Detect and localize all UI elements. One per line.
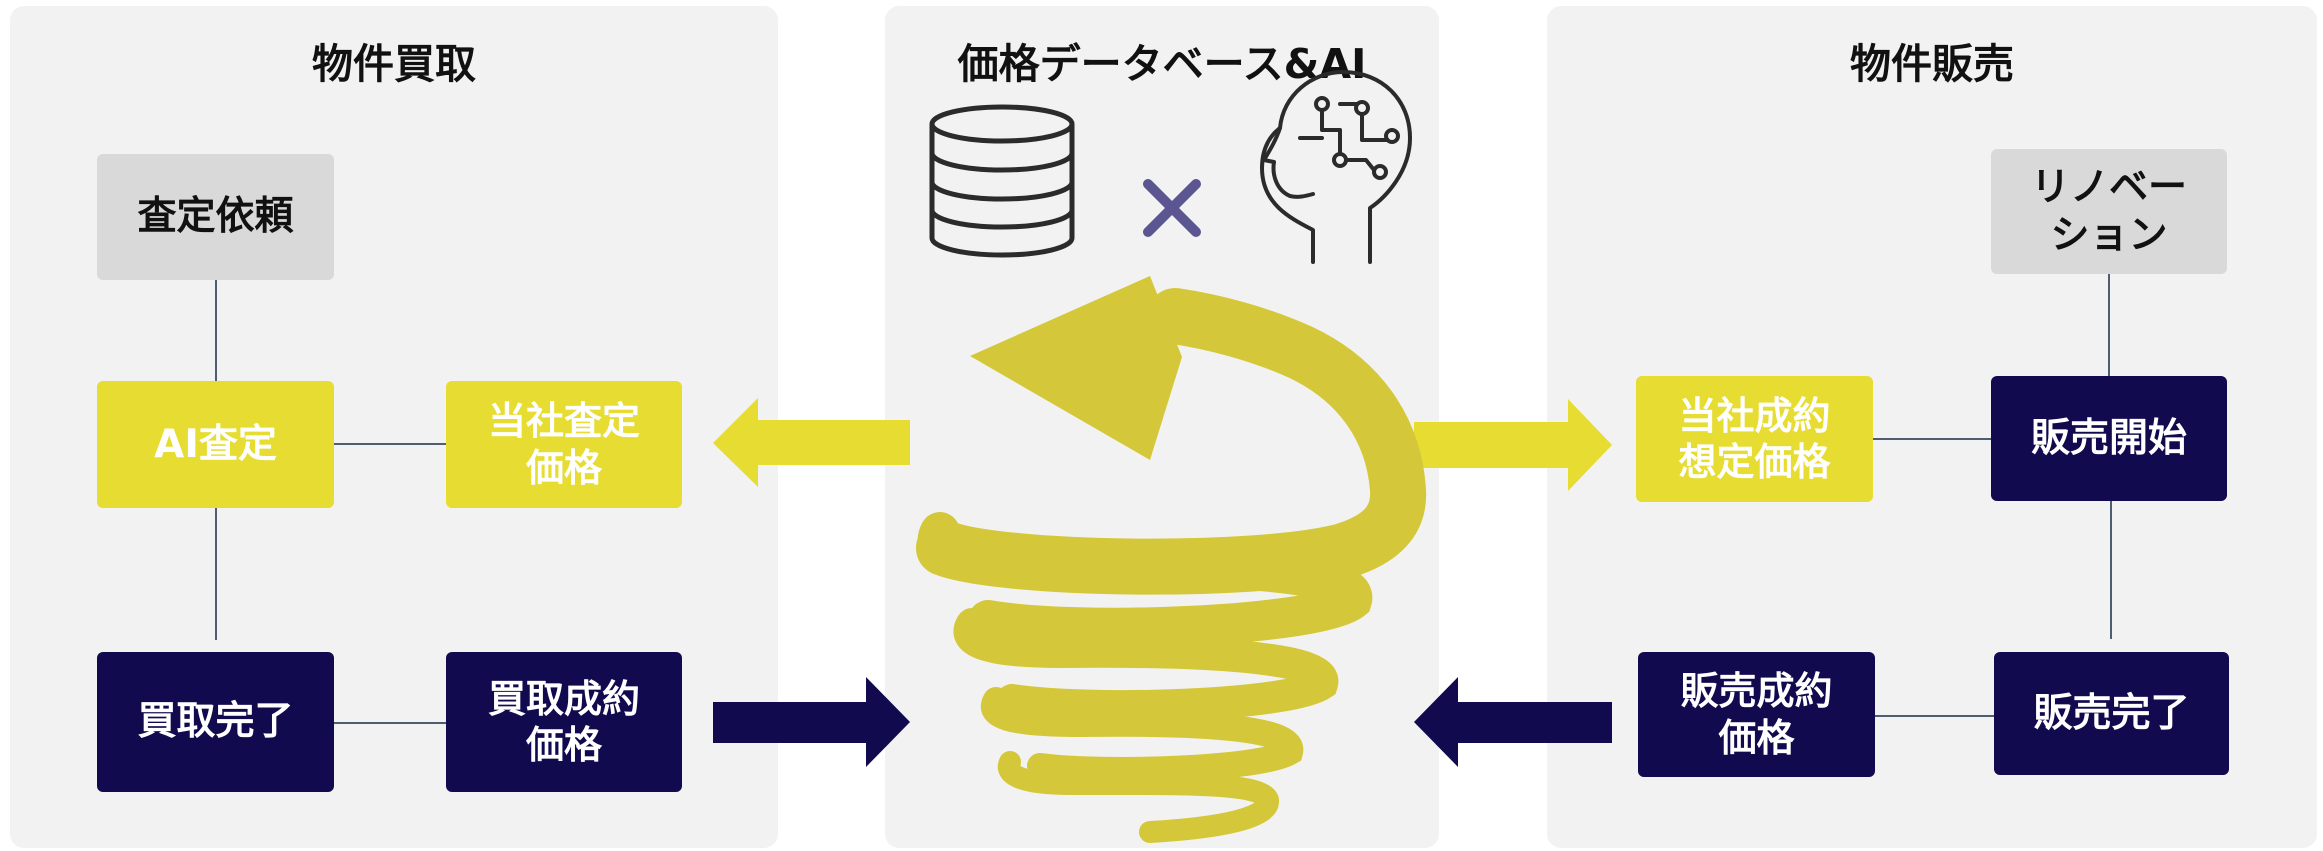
arrow-sales-price-to-center bbox=[1414, 677, 1612, 767]
connector-contract-price-to-sales-complete bbox=[1875, 715, 1995, 717]
purchase-complete-box: 買取完了 bbox=[97, 652, 334, 792]
left-panel-title: 物件買取 bbox=[312, 40, 476, 88]
sales-contract-price-box: 販売成約 価格 bbox=[1638, 652, 1875, 777]
connector-purchase-complete-to-contract-price bbox=[334, 722, 446, 724]
expected-contract-price-label: 当社成約 想定価格 bbox=[1678, 393, 1831, 484]
expected-contract-price-box: 当社成約 想定価格 bbox=[1636, 376, 1873, 502]
renovation-label: リノベー ション bbox=[2030, 164, 2187, 258]
ai-appraisal-box: AI査定 bbox=[97, 381, 334, 508]
company-appraisal-price-label: 当社査定 価格 bbox=[487, 399, 640, 490]
center-panel-title: 価格データベース&AI bbox=[957, 40, 1367, 88]
appraisal-request-label: 査定依頼 bbox=[137, 194, 294, 240]
sales-complete-box: 販売完了 bbox=[1994, 652, 2229, 775]
spiral-arrow-icon bbox=[916, 276, 1427, 843]
ai-head-icon bbox=[1260, 70, 1412, 264]
right-panel-title: 物件販売 bbox=[1850, 40, 2014, 88]
sales-start-box: 販売開始 bbox=[1991, 376, 2227, 501]
sales-complete-label: 販売完了 bbox=[2033, 690, 2190, 736]
connector-ai-to-purchase-complete bbox=[215, 508, 217, 640]
purchase-contract-price-label: 買取成約 価格 bbox=[487, 676, 640, 767]
ai-appraisal-label: AI査定 bbox=[154, 421, 277, 467]
purchase-contract-price-box: 買取成約 価格 bbox=[446, 652, 682, 792]
arrow-purchase-price-to-center bbox=[713, 677, 910, 767]
sales-start-label: 販売開始 bbox=[2030, 415, 2187, 461]
renovation-box: リノベー ション bbox=[1991, 149, 2227, 274]
sales-contract-price-label: 販売成約 価格 bbox=[1680, 669, 1833, 760]
arrow-to-expected-contract-price bbox=[1414, 399, 1612, 491]
appraisal-request-box: 査定依頼 bbox=[97, 154, 334, 280]
connector-ai-to-company-price bbox=[334, 443, 446, 445]
connector-request-to-ai bbox=[215, 280, 217, 382]
connector-renovation-to-sales-start bbox=[2108, 274, 2110, 378]
company-appraisal-price-box: 当社査定 価格 bbox=[446, 381, 682, 508]
arrow-to-company-appraisal-price bbox=[713, 398, 910, 487]
connector-sales-start-to-complete bbox=[2110, 501, 2112, 639]
cross-icon bbox=[1143, 179, 1201, 237]
database-icon bbox=[929, 104, 1075, 258]
purchase-complete-label: 買取完了 bbox=[137, 699, 294, 745]
connector-expected-price-to-sales-start bbox=[1873, 438, 1993, 440]
